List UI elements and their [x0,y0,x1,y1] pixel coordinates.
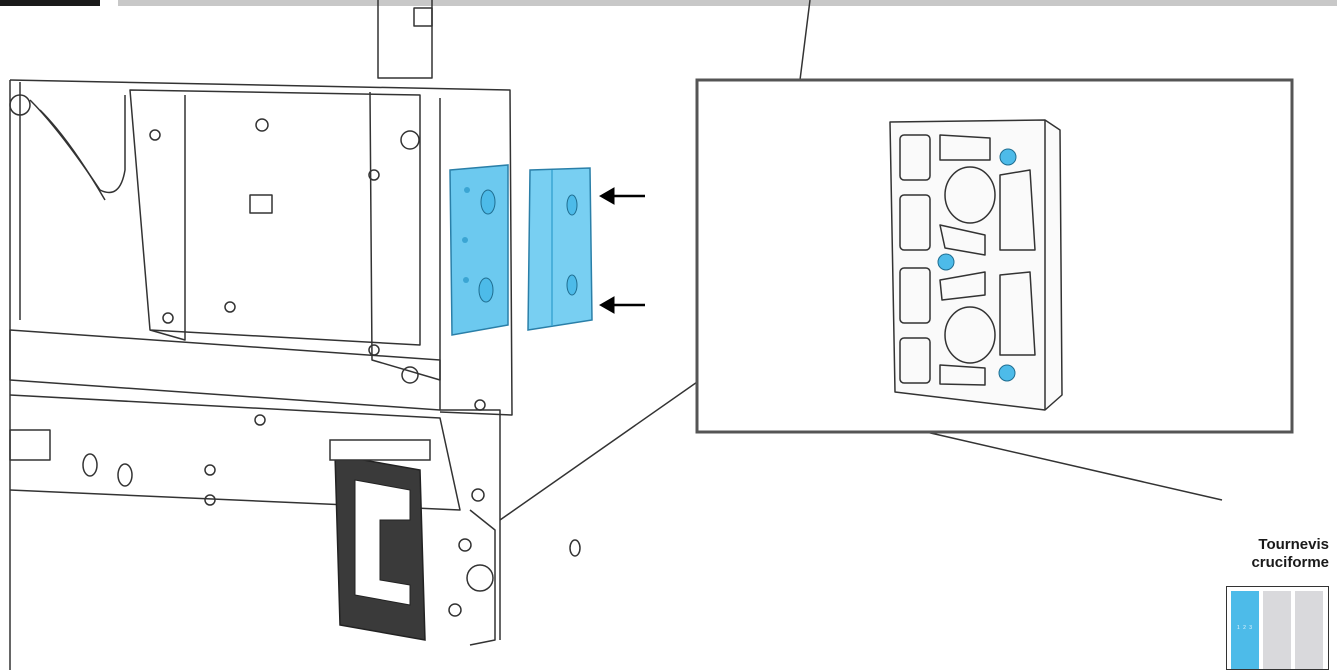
tool-slot [1295,591,1323,669]
tool-name-line2: cruciforme [1251,554,1329,571]
tool-slot [1263,591,1291,669]
screwdriver-icon: 1 2 3 [1226,586,1329,670]
tool-name-line1: Tournevis [1258,536,1329,553]
pad-detail [889,119,1063,411]
highlighted-pad-right [527,167,593,331]
tool-slot-active: 1 2 3 [1231,591,1259,669]
tool-slot-label: 1 2 3 [1236,625,1254,631]
arrow-left-icon [598,296,645,314]
tool-name: Tournevis cruciforme [1219,536,1329,572]
tool-panel: Tournevis cruciforme 1 2 3 [1222,536,1337,670]
highlighted-pad-left [449,164,509,336]
header-band [118,0,1337,6]
arrow-left-icon [598,187,645,205]
step-marker [0,0,100,6]
